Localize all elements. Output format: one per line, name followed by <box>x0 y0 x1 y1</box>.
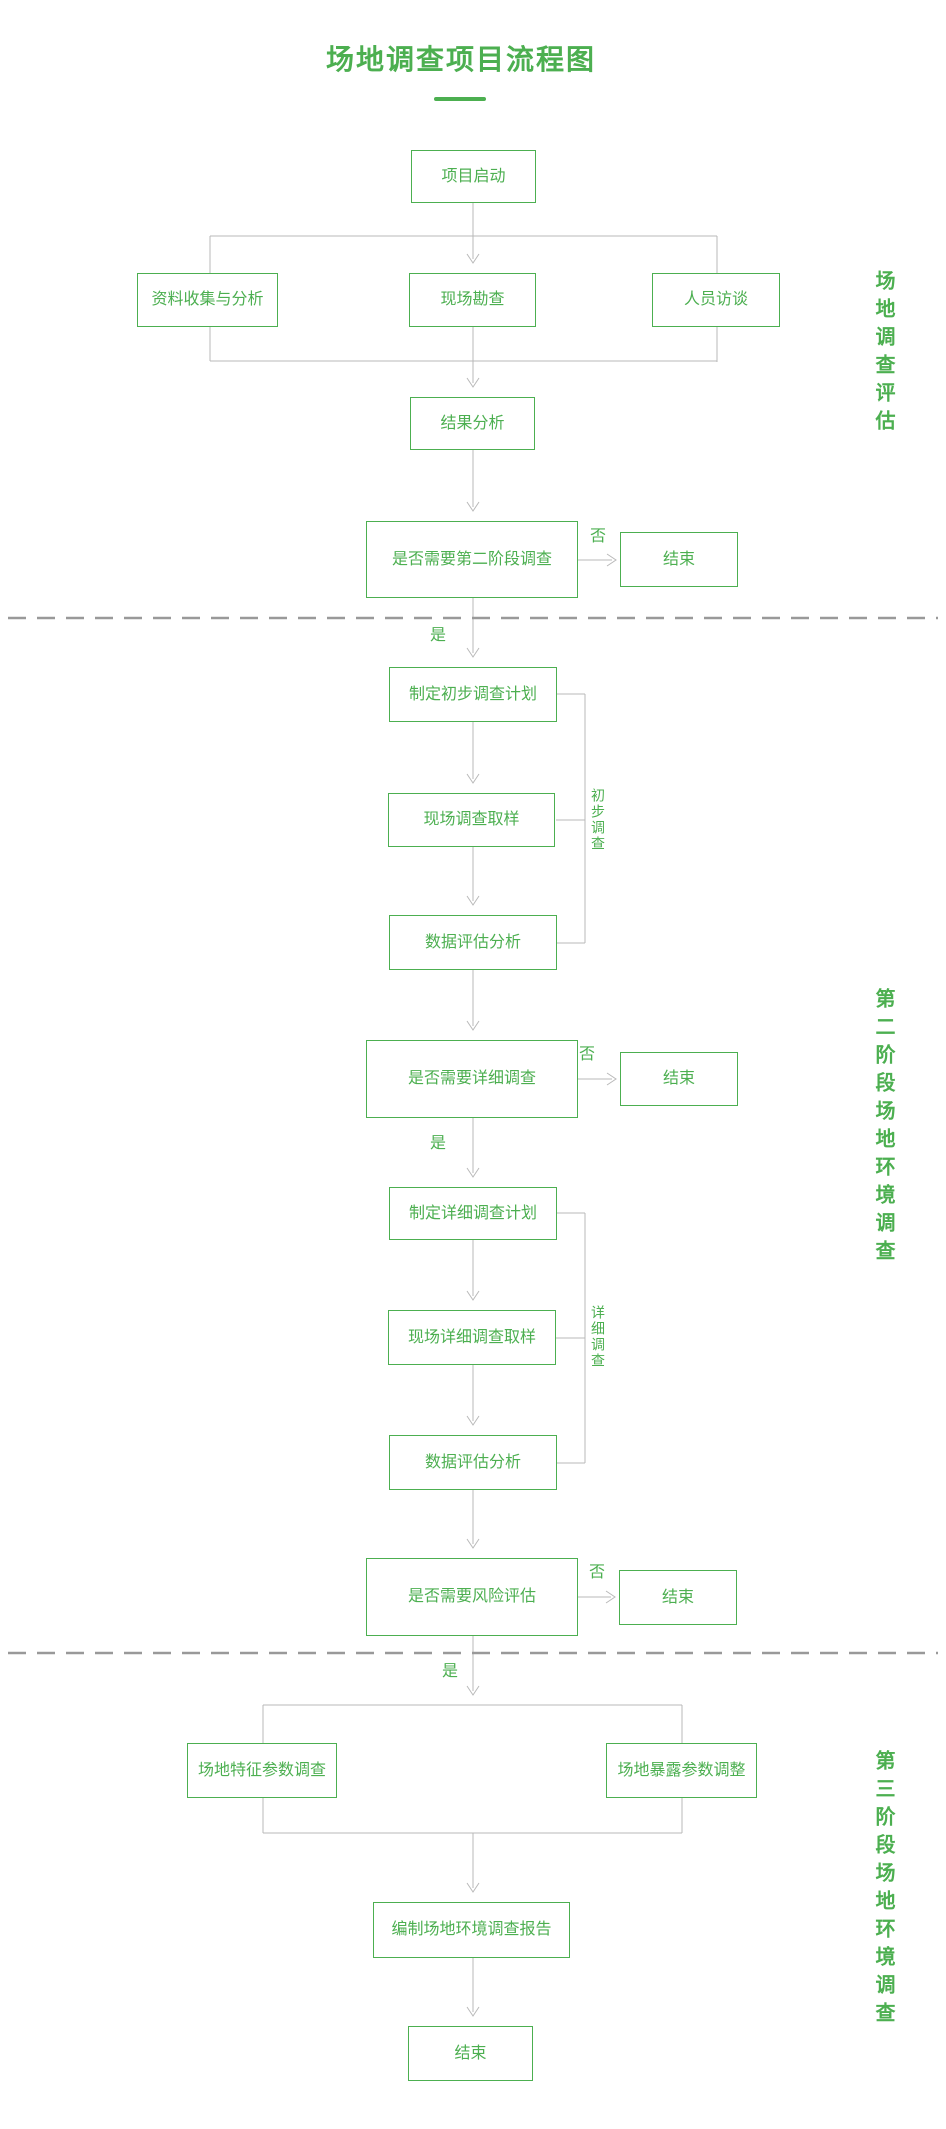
node-interview: 人员访谈 <box>652 273 780 327</box>
node-decision-risk: 是否需要风险评估 <box>366 1558 578 1636</box>
title-underline <box>434 97 486 101</box>
edge-label-no-1: 否 <box>590 528 607 545</box>
group-label-detailed: 详细调查 <box>590 1305 606 1369</box>
node-report: 编制场地环境调查报告 <box>373 1902 570 1958</box>
group-bracket-detailed <box>556 1212 586 1464</box>
node-result-analysis: 结果分析 <box>410 397 535 450</box>
edge-label-no-2: 否 <box>579 1046 596 1063</box>
node-field-sampling-detailed: 现场详细调查取样 <box>388 1310 556 1365</box>
group-bracket-preliminary <box>556 693 586 944</box>
node-project-start: 项目启动 <box>411 150 536 203</box>
stage-label-phase3: 第三阶段场地环境调查 <box>872 1750 894 2030</box>
node-site-exposure-adjustment: 场地暴露参数调整 <box>606 1743 757 1798</box>
node-plan-detailed: 制定详细调查计划 <box>389 1187 557 1240</box>
node-end-2: 结束 <box>620 1052 738 1106</box>
edge-label-yes-2: 是 <box>430 1135 447 1152</box>
node-data-evaluation-1: 数据评估分析 <box>389 915 557 970</box>
edge-label-yes-1: 是 <box>430 627 447 644</box>
node-end-3: 结束 <box>619 1570 737 1625</box>
node-decision-phase2: 是否需要第二阶段调查 <box>366 521 578 598</box>
node-end-1: 结束 <box>620 532 738 587</box>
node-decision-detailed: 是否需要详细调查 <box>366 1040 578 1118</box>
arrowheads-down <box>466 253 480 2017</box>
page-title: 场地调查项目流程图 <box>325 44 596 75</box>
edge-label-no-3: 否 <box>589 1564 606 1581</box>
stage-label-phase2: 第二阶段场地环境调查 <box>872 988 894 1268</box>
node-data-collection: 资料收集与分析 <box>137 273 278 327</box>
arrowheads-right <box>605 553 617 1604</box>
node-site-characteristic-survey: 场地特征参数调查 <box>187 1743 337 1798</box>
node-field-sampling: 现场调查取样 <box>388 793 555 847</box>
node-plan-preliminary: 制定初步调查计划 <box>389 667 557 722</box>
node-end-final: 结束 <box>408 2026 533 2081</box>
group-label-preliminary: 初步调查 <box>590 788 606 852</box>
node-data-evaluation-2: 数据评估分析 <box>389 1435 557 1490</box>
node-site-survey: 现场勘查 <box>409 273 536 327</box>
edge-label-yes-3: 是 <box>442 1663 459 1680</box>
stage-label-assessment: 场地调查评估 <box>872 270 894 438</box>
